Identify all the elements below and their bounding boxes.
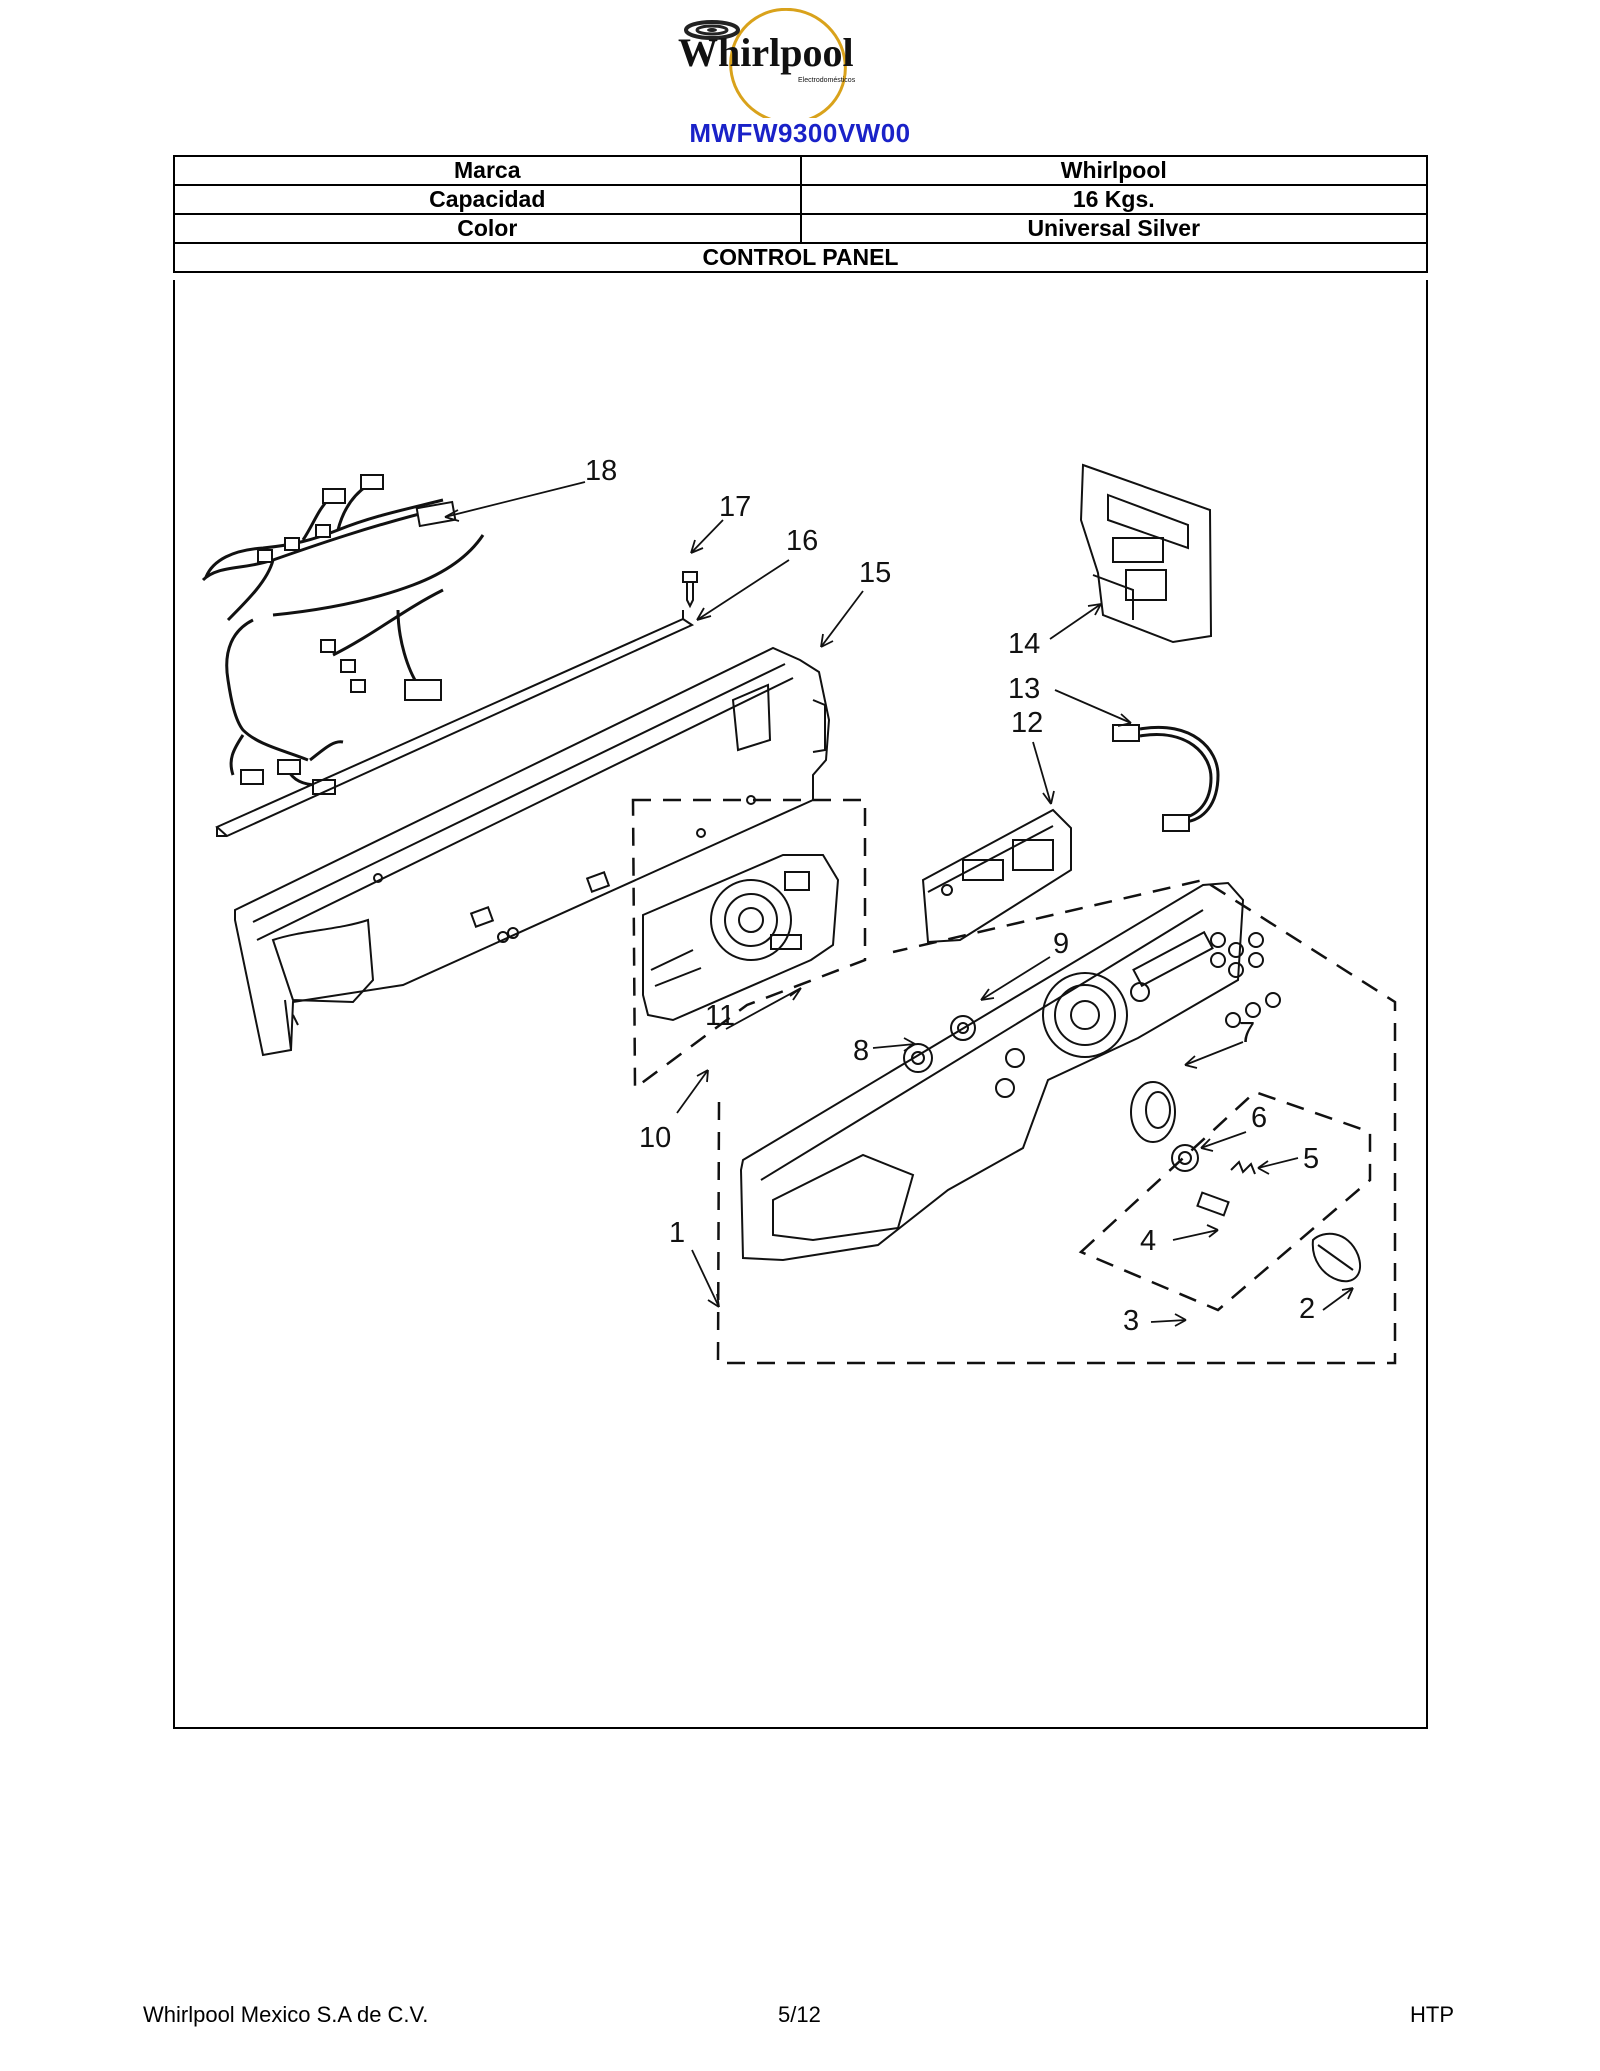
assembly-outline-10 bbox=[631, 798, 867, 1091]
callout-15: 15 bbox=[859, 557, 891, 589]
callout-16: 16 bbox=[786, 525, 818, 557]
assembly-outline-3 bbox=[1078, 1090, 1372, 1312]
console-panel-part bbox=[234, 646, 831, 1057]
diagram-frame bbox=[173, 280, 1428, 1729]
footer-code: HTP bbox=[1410, 2002, 1454, 2027]
spec-value: 16 Kgs. bbox=[799, 184, 1428, 215]
mounting-strip-part bbox=[215, 610, 695, 838]
table-row: Color Universal Silver bbox=[173, 213, 1428, 244]
main-knob-part bbox=[1311, 1232, 1361, 1283]
spec-label: Capacidad bbox=[173, 184, 802, 215]
cable-connector bbox=[1162, 814, 1190, 832]
table-row: Marca Whirlpool bbox=[173, 155, 1428, 186]
callout-14: 14 bbox=[1008, 628, 1040, 660]
cable-connector bbox=[1112, 724, 1140, 742]
callout-5: 5 bbox=[1303, 1143, 1319, 1175]
section-title: CONTROL PANEL bbox=[173, 242, 1428, 273]
electronic-board-part bbox=[921, 808, 1072, 944]
callout-6: 6 bbox=[1251, 1102, 1267, 1134]
footer-company: Whirlpool Mexico S.A de C.V. bbox=[143, 2002, 429, 2027]
spec-value: Universal Silver bbox=[799, 213, 1428, 244]
callout-3: 3 bbox=[1123, 1305, 1139, 1337]
wiring-harness-part bbox=[201, 483, 485, 787]
footer-page-number: 5/12 bbox=[778, 2002, 821, 2027]
callout-9: 9 bbox=[1053, 928, 1069, 960]
callout-11: 11 bbox=[705, 1000, 735, 1032]
small-cable-part bbox=[1139, 725, 1220, 824]
callout-12: 12 bbox=[1011, 707, 1043, 739]
front-console-part bbox=[739, 881, 1281, 1262]
clip-part bbox=[1196, 1191, 1230, 1217]
logo-wordmark: Whirlpool bbox=[678, 30, 854, 75]
logo-subtitle: Electrodomésticos bbox=[798, 77, 856, 84]
knob-ring-part bbox=[1130, 1081, 1176, 1143]
callout-10: 10 bbox=[639, 1122, 671, 1154]
callout-7: 7 bbox=[1239, 1017, 1255, 1049]
callout-1: 1 bbox=[669, 1217, 685, 1249]
callout-13: 13 bbox=[1008, 673, 1040, 705]
whirlpool-logo: Whirlpool Electrodomésticos bbox=[678, 8, 856, 118]
callout-17: 17 bbox=[719, 491, 751, 523]
leader-arrows bbox=[444, 481, 1354, 1327]
assembly-outline-1 bbox=[716, 878, 1397, 1365]
exploded-parts-diagram: 1 2 3 4 5 6 7 8 9 10 11 12 13 14 15 16 1… bbox=[201, 455, 1397, 1365]
spec-label: Marca bbox=[173, 155, 802, 186]
callout-8: 8 bbox=[853, 1035, 869, 1067]
spec-label: Color bbox=[173, 213, 802, 244]
spec-table: Marca Whirlpool Capacidad 16 Kgs. Color … bbox=[173, 155, 1428, 273]
callout-18: 18 bbox=[585, 455, 617, 487]
callout-4: 4 bbox=[1140, 1225, 1156, 1257]
control-housing-part bbox=[642, 854, 840, 1022]
small-knob-part bbox=[903, 1015, 976, 1073]
spec-value: Whirlpool bbox=[799, 155, 1428, 186]
spring-part bbox=[1230, 1160, 1256, 1175]
screw-part bbox=[682, 571, 698, 609]
callout-2: 2 bbox=[1299, 1293, 1315, 1325]
spindle-part bbox=[1171, 1144, 1199, 1172]
table-row: CONTROL PANEL bbox=[173, 242, 1428, 273]
model-number: MWFW9300VW00 bbox=[689, 118, 911, 148]
table-row: Capacidad 16 Kgs. bbox=[173, 184, 1428, 215]
power-board-part bbox=[1079, 463, 1213, 644]
